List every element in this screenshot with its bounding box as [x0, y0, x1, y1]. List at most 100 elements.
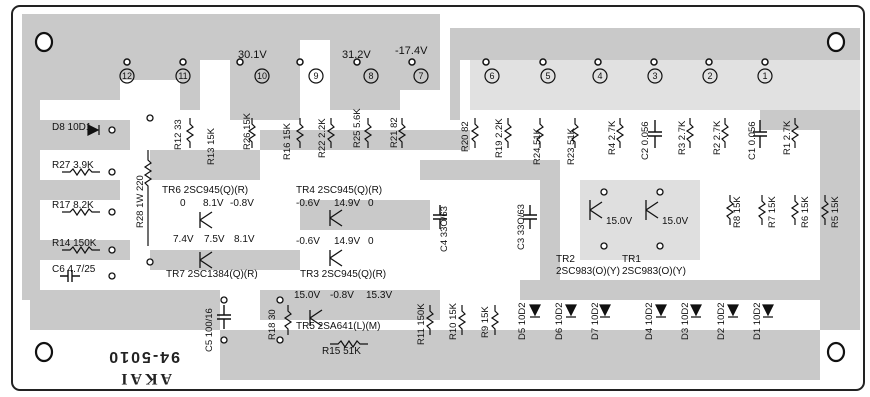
top-vertical-labels: R12 33 R13 15K R26 15K R16 15K R22 2.2K … — [135, 108, 841, 352]
label-r10: R10 15K — [448, 302, 459, 340]
terminal-number-rings — [119, 68, 773, 84]
v-tr3-b: 14.9V — [334, 236, 360, 247]
terminal-2: 2 — [707, 71, 712, 81]
v-tr4-c: 0 — [368, 198, 374, 209]
v-tr2: 15.0V — [606, 216, 632, 227]
label-d4: D4 10D2 — [644, 303, 655, 341]
terminal-8-voltage: 31.2V — [342, 49, 371, 61]
label-r12: R12 33 — [173, 119, 184, 150]
label-r2: R2 2.7K — [712, 120, 723, 155]
label-r25: R25 5.6K — [352, 108, 363, 148]
label-r23: R23 51K — [566, 127, 577, 165]
terminal-numbers: 12 11 10 9 8 7 6 5 4 3 2 1 — [122, 71, 768, 81]
v-tr5-e: 15.0V — [294, 290, 320, 301]
label-d7: D7 10D2 — [590, 303, 601, 341]
capacitor-symbols — [60, 120, 767, 329]
label-r24: R24 51K — [532, 127, 543, 165]
terminal-9: 9 — [313, 71, 318, 81]
maker-marking: AKAI — [118, 370, 172, 387]
v-tr6-c: -0.8V — [230, 198, 254, 209]
terminal-3: 3 — [652, 71, 657, 81]
v-tr5-c: 15.3V — [366, 290, 392, 301]
label-c1: C1 0.056 — [747, 121, 758, 160]
board-marking: 94-5010 — [107, 348, 180, 365]
label-r15: R15 51K — [322, 346, 361, 357]
label-r20: R20 82 — [460, 121, 471, 152]
terminal-10-voltage: 30.1V — [238, 49, 267, 61]
label-r11: R11 150K — [416, 303, 427, 345]
label-r26: R26 15K — [242, 112, 253, 150]
label-r21: R21 82 — [389, 117, 400, 148]
terminal-11: 11 — [178, 71, 187, 81]
terminal-10: 10 — [257, 71, 267, 81]
label-r17: R17 8.2K — [52, 200, 94, 211]
terminal-voltages: 30.1V 31.2V -17.4V — [238, 45, 428, 61]
v-tr3-e: -0.6V — [296, 236, 320, 247]
label-r28: R28 1W 220 — [135, 175, 146, 228]
v-tr7-b: 7.5V — [204, 234, 225, 245]
label-r18: R18 30 — [267, 309, 278, 340]
mounting-holes — [34, 31, 846, 363]
label-r13: R13 15K — [206, 127, 217, 165]
v-tr7-e: 7.4V — [173, 234, 194, 245]
label-r3: R3 2.7K — [677, 120, 688, 155]
voltage-labels: 0 8.1V -0.8V 7.4V 7.5V 8.1V -0.6V 14.9V … — [173, 198, 688, 301]
v-tr4-e: -0.6V — [296, 198, 320, 209]
label-d1: D1 10D2 — [752, 303, 763, 341]
label-tr5: TR5 2SA641(L)(M) — [296, 321, 380, 332]
component-pads — [108, 114, 664, 344]
v-tr6-b: 8.1V — [203, 198, 224, 209]
maker-name: AKAI — [118, 370, 172, 387]
left-component-labels: D8 10D1 R27 3.9K R17 8.2K R14 150K C6 4.… — [52, 122, 97, 275]
terminal-12: 12 — [122, 71, 132, 81]
terminal-7-voltage: -17.4V — [395, 45, 428, 57]
label-r14: R14 150K — [52, 238, 97, 249]
terminal-4: 4 — [597, 71, 602, 81]
transistor-symbols — [199, 200, 659, 327]
label-tr7: TR7 2SC1384(Q)(R) — [166, 269, 258, 280]
label-tr2-type: 2SC983(O)(Y) — [556, 266, 620, 277]
label-tr2: TR2 — [556, 254, 575, 265]
label-r19: R19 2.2K — [494, 118, 505, 158]
v-tr6-e: 0 — [180, 198, 186, 209]
v-tr3-c: 0 — [368, 236, 374, 247]
label-r27: R27 3.9K — [52, 160, 94, 171]
label-d2: D2 10D2 — [716, 303, 727, 341]
label-r1: R1 2.7K — [782, 120, 793, 155]
label-d8: D8 10D1 — [52, 122, 92, 133]
label-c6: C6 4.7/25 — [52, 264, 96, 275]
label-tr4: TR4 2SC945(Q)(R) — [296, 185, 382, 196]
label-c5: C5 100/16 — [204, 308, 215, 352]
label-r9: R9 15K — [480, 306, 491, 338]
terminal-6: 6 — [489, 71, 494, 81]
terminal-8: 8 — [368, 71, 373, 81]
terminal-5: 5 — [545, 71, 550, 81]
v-tr7-c: 8.1V — [234, 234, 255, 245]
part-number: 94-5010 — [107, 348, 180, 365]
label-d6: D6 10D2 — [554, 303, 565, 341]
copper-traces — [22, 14, 860, 380]
label-r4: R4 2.7K — [607, 120, 618, 155]
terminal-pads — [123, 58, 769, 66]
label-r6: R6 15K — [800, 196, 811, 228]
label-r22: R22 2.2K — [317, 118, 328, 158]
terminal-1: 1 — [762, 71, 767, 81]
label-c3: C3 33O/63 — [516, 204, 527, 250]
label-r8: R8 15K — [732, 196, 743, 228]
label-r5: R5 15K — [830, 196, 841, 228]
v-tr5-b: -0.8V — [330, 290, 354, 301]
label-d5: D5 10D2 — [517, 303, 528, 341]
label-c2: C2 0.056 — [640, 121, 651, 160]
label-tr1: TR1 — [622, 254, 641, 265]
label-r16: R16 15K — [282, 122, 293, 160]
label-tr1-type: 2SC983(O)(Y) — [622, 266, 686, 277]
resistor-symbols — [62, 118, 830, 349]
terminal-7: 7 — [418, 71, 423, 81]
label-tr6: TR6 2SC945(Q)(R) — [162, 185, 248, 196]
label-r7: R7 15K — [767, 196, 778, 228]
label-tr3: TR3 2SC945(Q)(R) — [300, 269, 386, 280]
diode-symbols — [87, 124, 774, 318]
v-tr4-b: 14.9V — [334, 198, 360, 209]
